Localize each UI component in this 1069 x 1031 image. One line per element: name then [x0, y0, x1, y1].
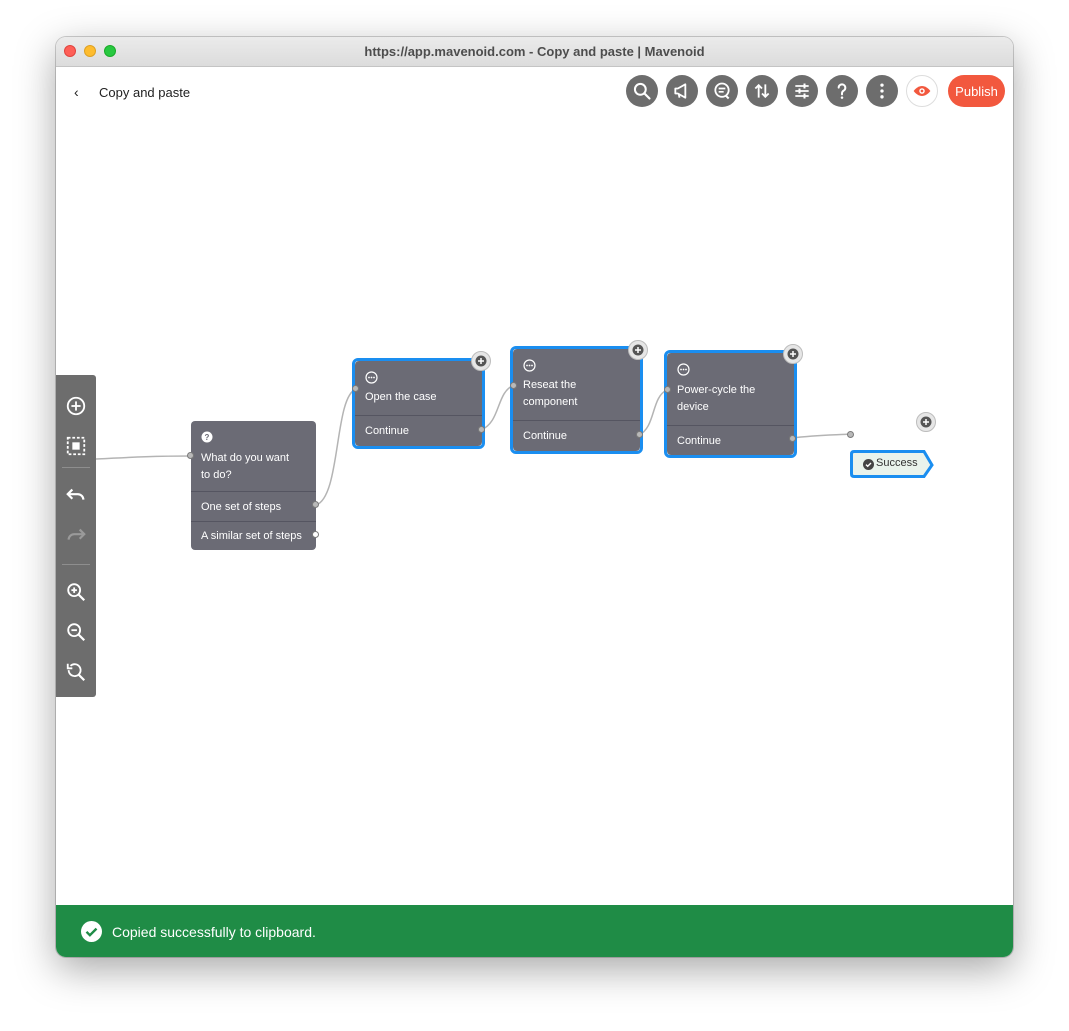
output-port[interactable] [636, 431, 643, 438]
outcome-shape [850, 450, 934, 478]
add-circle-icon [475, 355, 487, 367]
redo-icon [67, 528, 86, 540]
search-button[interactable] [626, 75, 658, 107]
more-vertical-icon [880, 83, 884, 99]
eye-icon [913, 86, 931, 96]
selection-outline [510, 346, 643, 454]
chat-search-icon [714, 82, 730, 100]
check-circle-icon [863, 459, 874, 470]
input-port[interactable] [510, 382, 517, 389]
chat-bubble-icon [365, 371, 378, 384]
chat-search-button[interactable] [706, 75, 738, 107]
sidebar-divider [62, 467, 90, 468]
sort-arrows-icon [754, 83, 770, 99]
sliders-icon [795, 83, 809, 99]
success-outcome-node[interactable]: Success [850, 450, 934, 478]
add-step-button[interactable] [471, 351, 491, 371]
search-icon [633, 82, 651, 100]
back-chevron-icon[interactable]: ‹ [74, 84, 79, 100]
add-step-button[interactable] [628, 340, 648, 360]
continue-option[interactable]: Continue [667, 425, 794, 455]
continue-option[interactable]: Continue [513, 420, 640, 451]
window-title: https://app.mavenoid.com - Copy and past… [364, 44, 705, 59]
help-icon [837, 83, 847, 99]
sort-button[interactable] [746, 75, 778, 107]
preview-button[interactable] [906, 75, 938, 107]
output-port[interactable] [312, 531, 319, 538]
step-node[interactable]: Open the case Continue [355, 361, 482, 446]
answer-option[interactable]: One set of steps [191, 491, 316, 521]
input-port[interactable] [352, 385, 359, 392]
browser-window: https://app.mavenoid.com - Copy and past… [56, 37, 1013, 957]
add-node-button[interactable] [64, 394, 88, 418]
selection-outline [352, 358, 485, 449]
zoom-in-button[interactable] [64, 580, 88, 604]
megaphone-icon [674, 83, 687, 99]
input-port[interactable] [847, 431, 854, 438]
question-icon: ? [201, 431, 213, 443]
add-circle-icon [632, 344, 644, 356]
settings-button[interactable] [786, 75, 818, 107]
continue-option[interactable]: Continue [355, 415, 482, 446]
sidebar-divider [62, 564, 90, 565]
output-port[interactable] [789, 435, 796, 442]
page-title: Copy and paste [99, 85, 191, 100]
maximize-window-button[interactable] [104, 45, 116, 57]
input-port[interactable] [664, 386, 671, 393]
add-circle-icon [66, 396, 86, 416]
zoom-in-icon [67, 583, 86, 602]
app-canvas: ‹ Copy and paste Publish [56, 67, 1013, 957]
select-area-icon [66, 436, 86, 456]
help-button[interactable] [826, 75, 858, 107]
node-title: Open the case [365, 391, 437, 403]
check-circle-icon [81, 921, 102, 942]
chat-bubble-icon [677, 363, 690, 376]
outcome-label: Success [876, 457, 918, 469]
select-area-button[interactable] [64, 434, 88, 458]
add-step-button[interactable] [916, 412, 936, 432]
publish-button[interactable]: Publish [948, 75, 1005, 107]
undo-button[interactable] [64, 484, 88, 508]
title-bar: https://app.mavenoid.com - Copy and past… [56, 37, 1013, 67]
add-circle-icon [787, 348, 799, 360]
announcements-button[interactable] [666, 75, 698, 107]
add-circle-icon [920, 416, 932, 428]
success-toast: Copied successfully to clipboard. [56, 905, 1013, 957]
selection-outline [664, 350, 797, 458]
zoom-out-icon [67, 623, 86, 642]
answer-option[interactable]: A similar set of steps [191, 521, 316, 550]
input-port[interactable] [187, 452, 194, 459]
output-port[interactable] [478, 426, 485, 433]
svg-text:?: ? [205, 433, 210, 442]
undo-icon [66, 488, 85, 500]
close-window-button[interactable] [64, 45, 76, 57]
minimize-window-button[interactable] [84, 45, 96, 57]
add-step-button[interactable] [783, 344, 803, 364]
zoom-reset-button[interactable] [64, 660, 88, 684]
toast-message: Copied successfully to clipboard. [112, 924, 316, 940]
more-options-button[interactable] [866, 75, 898, 107]
output-port[interactable] [312, 501, 319, 508]
canvas-tools-sidebar [56, 375, 96, 697]
chat-bubble-icon [523, 359, 536, 372]
redo-button[interactable] [64, 524, 88, 548]
zoom-reset-icon [66, 663, 86, 682]
zoom-out-button[interactable] [64, 620, 88, 644]
